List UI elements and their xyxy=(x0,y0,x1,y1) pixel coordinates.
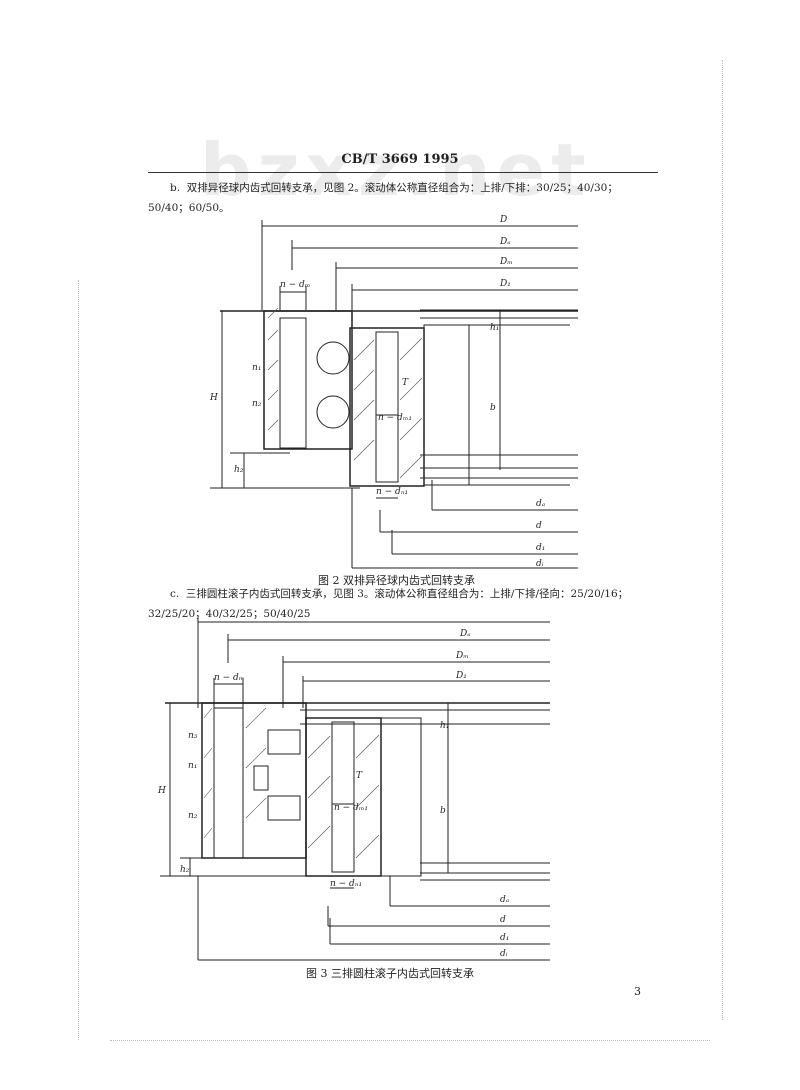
fig3-label-n-d: n − dₘ xyxy=(214,673,244,683)
section-c: c. 三排圆柱滚子内齿式回转支承，见图 3。滚动体公称直径组合为：上排/下排/径… xyxy=(148,584,658,624)
fig3-label-D1: D₁ xyxy=(455,671,467,681)
fig3-label-T: T xyxy=(356,771,363,781)
fig3-label-n1: n₁ xyxy=(188,761,197,771)
fig2-label-da: dₐ xyxy=(536,499,545,509)
fig3-label-h1: h₁ xyxy=(440,721,449,731)
section-c-marker: c. xyxy=(170,588,180,600)
fig3-label-di: dᵢ xyxy=(500,949,508,959)
figure-3-drawing: D Dₐ Dₘ D₁ n − dₘ H h₂ h₁ b T n₃ n₁ n₂ n… xyxy=(157,618,550,961)
section-b: b. 双排异径球内齿式回转支承，见图 2。滚动体公称直径组合为：上排/下排：30… xyxy=(148,178,658,218)
standard-code: CB/T 3669 1995 xyxy=(341,152,459,167)
fig2-label-h1: h₁ xyxy=(490,323,499,333)
section-c-line2: 32/25/20；40/32/25；50/40/25 xyxy=(148,608,311,620)
section-b-line1: 双排异径球内齿式回转支承，见图 2。滚动体公称直径组合为：上排/下排：30/25… xyxy=(186,182,618,194)
fig2-label-h2: h₂ xyxy=(234,465,244,475)
header-rule xyxy=(148,172,658,173)
section-c-line1: 三排圆柱滚子内齿式回转支承，见图 3。滚动体公称直径组合为：上排/下排/径向：2… xyxy=(185,588,629,600)
fig3-label-H: H xyxy=(157,786,166,796)
section-b-line2: 50/40；60/50。 xyxy=(148,202,230,214)
figure-2-caption: 图 2 双排异径球内齿式回转支承 xyxy=(318,574,475,587)
fig3-label-n-dn: n − dₙ₁ xyxy=(330,879,362,889)
fig2-label-T: T xyxy=(402,378,409,388)
figure-3-caption: 图 3 三排圆柱滚子内齿式回转支承 xyxy=(306,967,474,980)
watermark: bzxz.net xyxy=(200,128,592,212)
fig2-label-n-dn: n − dₙ₁ xyxy=(376,487,408,497)
scan-edge-bottom xyxy=(110,1040,710,1041)
fig2-label-di: dᵢ xyxy=(536,559,544,569)
fig3-label-da: dₐ xyxy=(500,895,509,905)
fig3-label-n-dm1: n − dₘ₁ xyxy=(334,803,368,813)
scan-edge-right xyxy=(722,60,723,1020)
fig2-label-n2: n₂ xyxy=(252,399,262,409)
scan-edge-left xyxy=(78,280,79,1040)
fig2-label-Dm: Dₘ xyxy=(499,257,513,267)
page-number: 3 xyxy=(634,985,641,998)
fig2-label-D: D xyxy=(499,215,507,225)
fig3-label-h2: h₂ xyxy=(180,865,190,875)
fig3-label-d1: d₁ xyxy=(500,933,509,943)
fig2-label-n-d: n − dₘ xyxy=(280,280,310,290)
fig3-label-n2: n₂ xyxy=(188,811,198,821)
fig3-label-d: d xyxy=(500,915,506,925)
fig3-label-n3: n₃ xyxy=(188,731,198,741)
fig2-label-n-dm1: n − dₘ₁ xyxy=(378,413,412,423)
fig2-label-d: d xyxy=(536,521,542,531)
fig2-label-n1: n₁ xyxy=(252,363,261,373)
section-b-marker: b. xyxy=(170,182,181,194)
fig2-label-H: H xyxy=(209,393,218,403)
fig3-label-D: D xyxy=(495,618,503,621)
fig2-label-d1: d₁ xyxy=(536,543,545,553)
fig3-label-Da: Dₐ xyxy=(459,629,471,639)
fig2-label-Da: Dₐ xyxy=(499,237,511,247)
figure-2-drawing: D Dₐ Dₘ D₁ n − dₘ H h₂ h₁ b T n₁ n₂ n − … xyxy=(209,215,578,569)
fig2-label-D1: D₁ xyxy=(499,279,511,289)
fig3-label-b: b xyxy=(440,806,446,816)
fig3-label-Dm: Dₘ xyxy=(455,651,469,661)
fig2-label-b: b xyxy=(490,403,496,413)
